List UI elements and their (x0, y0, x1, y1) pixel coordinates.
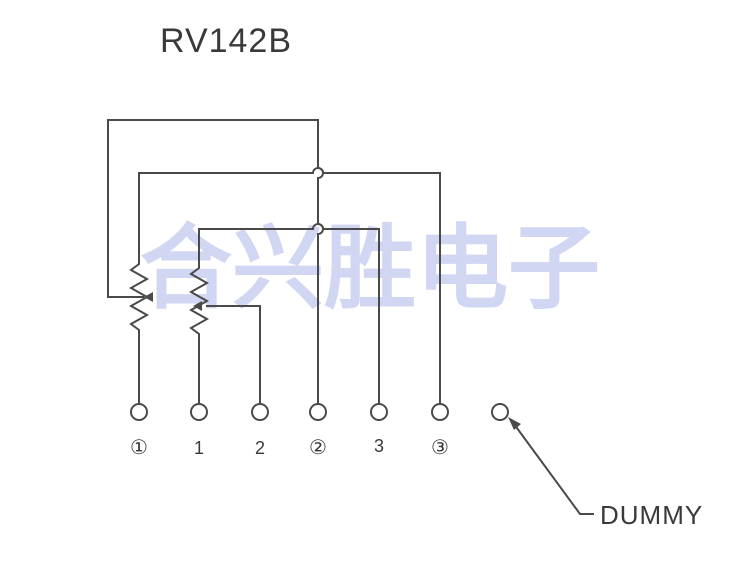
wiper-arrow-1 (144, 292, 153, 302)
pin-label: 3 (374, 436, 384, 456)
terminal-pin-2 (251, 403, 269, 421)
terminal-pin-1 (190, 403, 208, 421)
wire-pot1-to-pin3c (138, 167, 441, 404)
resistor-2 (188, 262, 210, 404)
terminal-pin-3 (370, 403, 388, 421)
wire-wiper2-to-pin2 (206, 305, 261, 404)
dummy-leader-arrow (508, 417, 521, 430)
pin-label: ① (130, 437, 148, 459)
wiper-arrow-2 (193, 301, 202, 311)
pin-label: ③ (431, 437, 449, 459)
terminal-pin-3c (431, 403, 449, 421)
dummy-leader-line (513, 423, 594, 515)
wire-pot2-to-pin3 (198, 223, 380, 404)
dummy-label: DUMMY (600, 500, 703, 530)
terminal-dummy (491, 403, 509, 421)
terminal-pin-1c (130, 403, 148, 421)
pin-label: 1 (194, 438, 204, 458)
terminal-pin-2c (309, 403, 327, 421)
watermark-text: 合兴胜电子 (140, 214, 600, 322)
pin-label: ② (309, 437, 327, 459)
pin-label: 2 (255, 438, 265, 458)
part-number-title: RV142B (160, 22, 292, 60)
